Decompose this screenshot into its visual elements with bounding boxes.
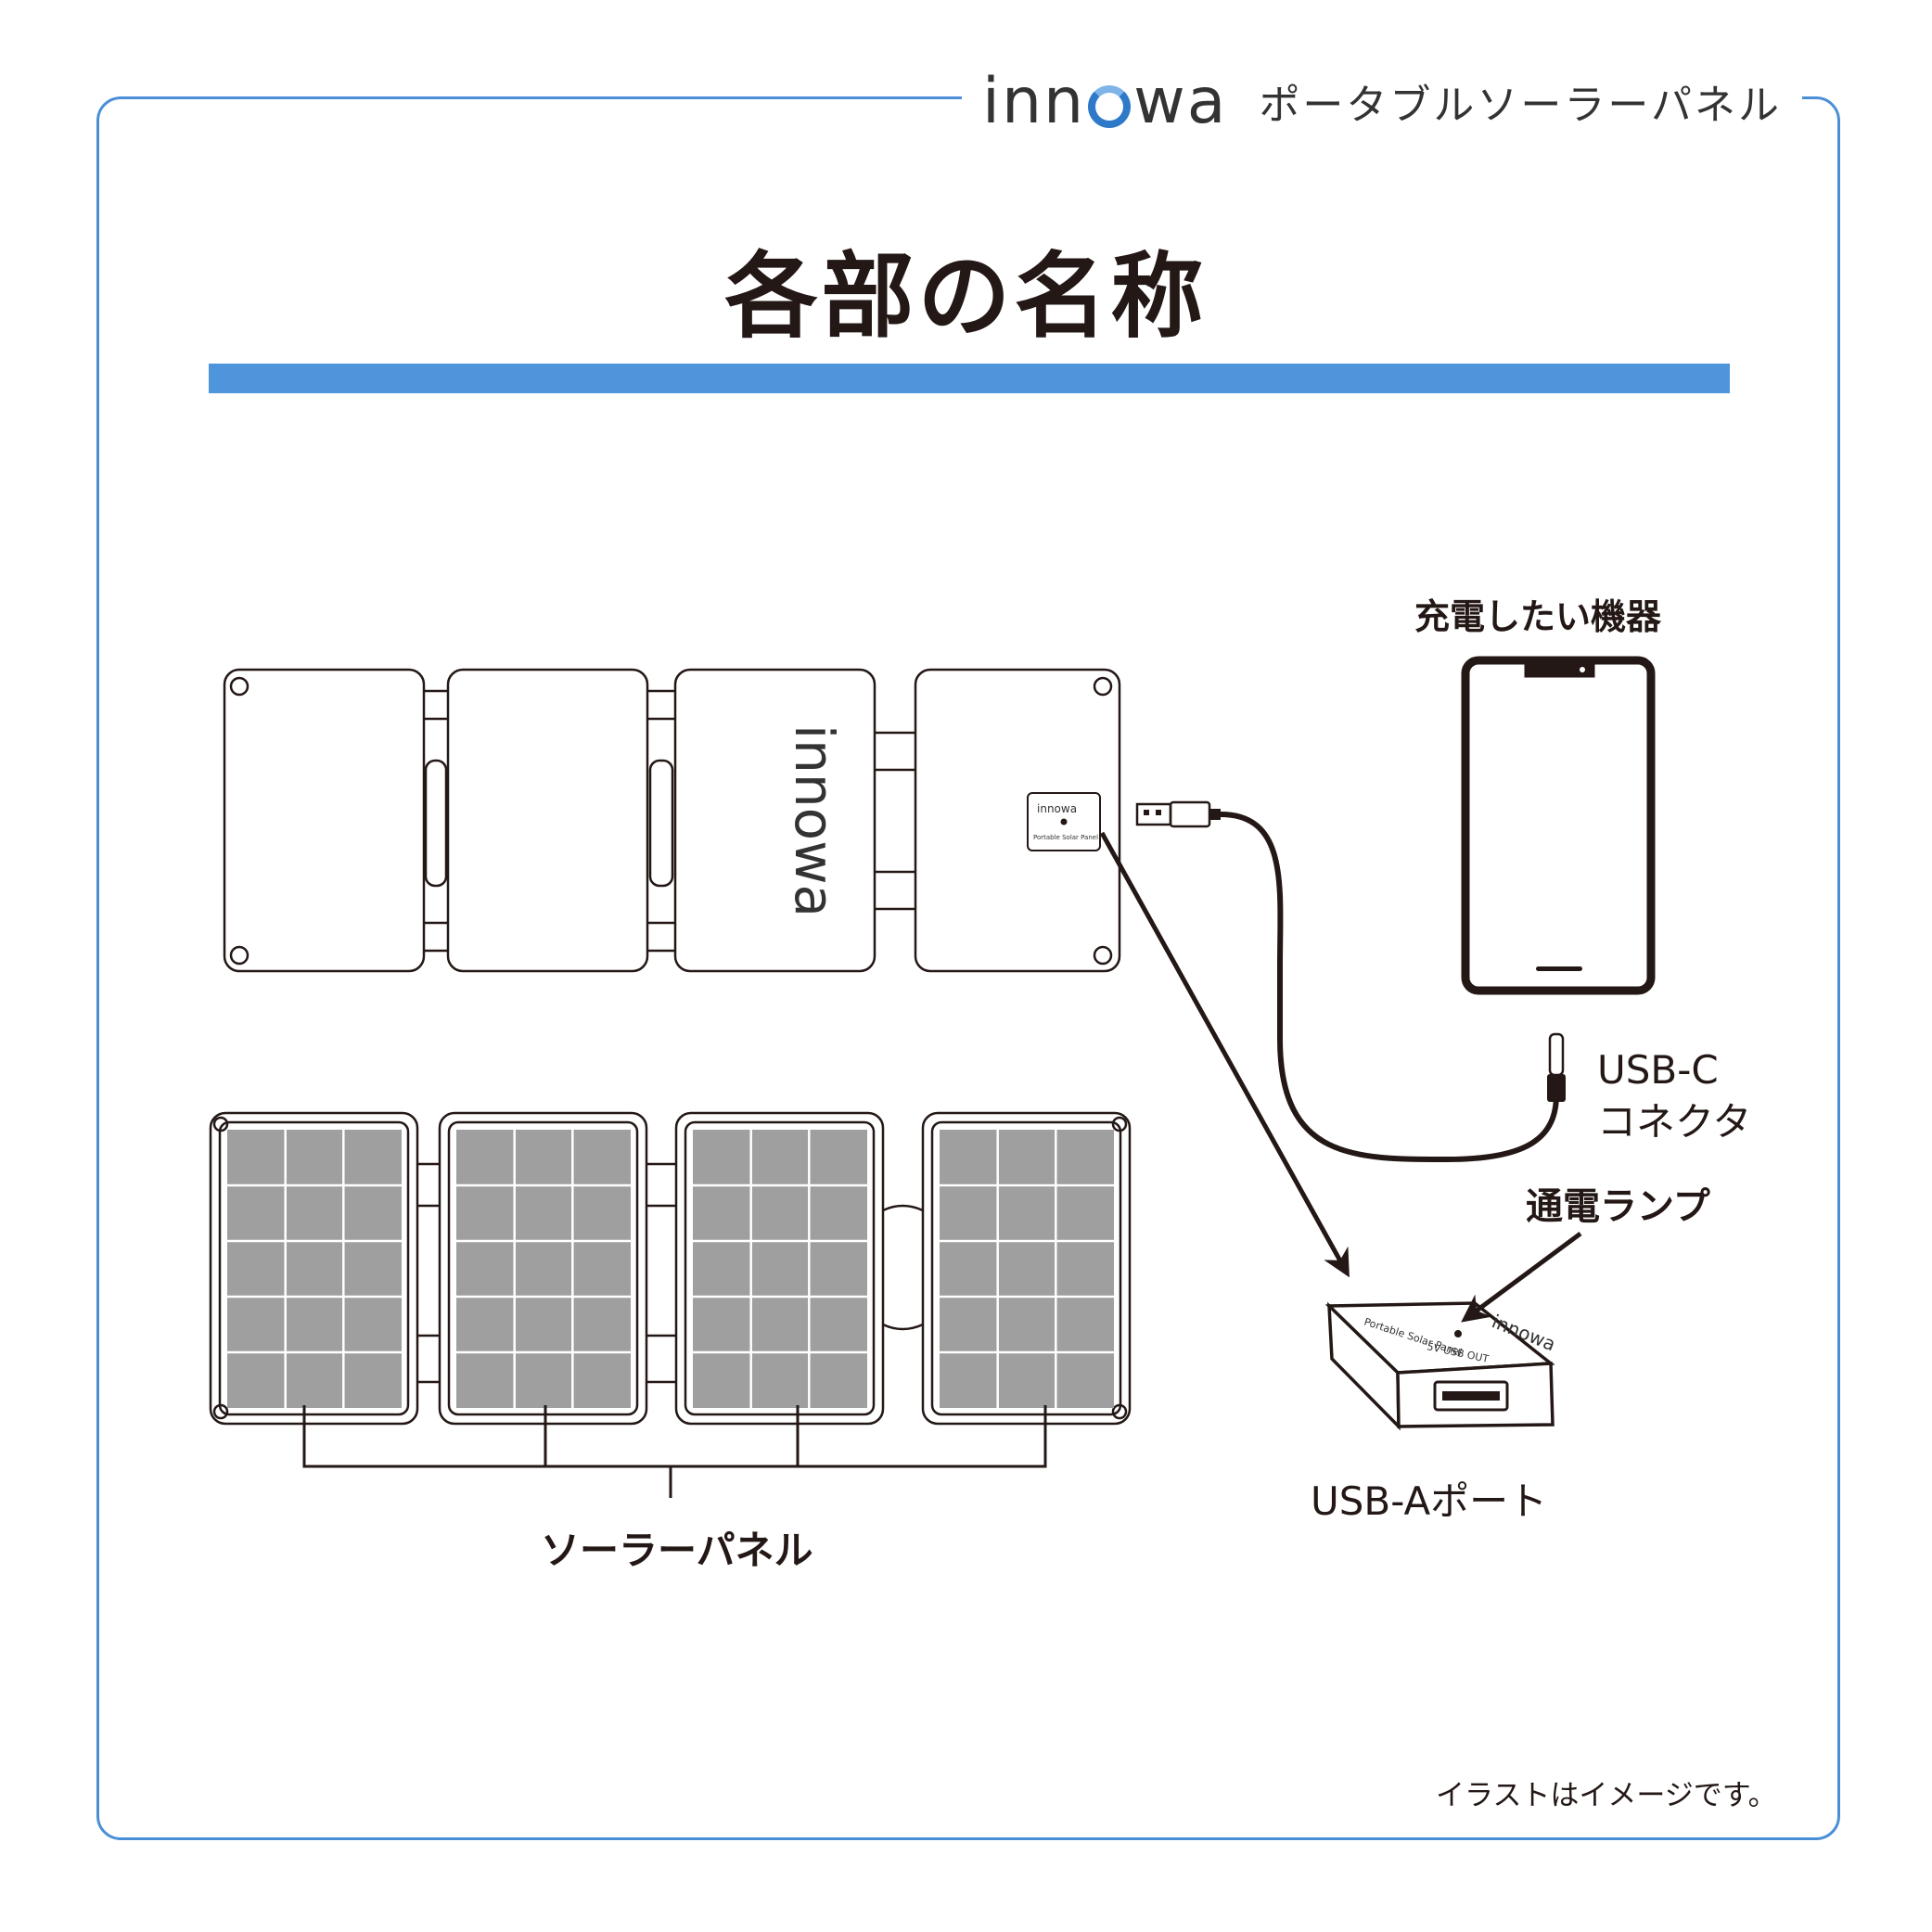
solar-cells-3 [693, 1130, 867, 1408]
solar-cells-4 [940, 1130, 1114, 1408]
junction-box-enlarged [1324, 1301, 1555, 1431]
panel-back-segment-4 [914, 668, 1121, 973]
panel-front-frame-4 [921, 1111, 1132, 1426]
brand-logo-suffix: wa [1133, 64, 1228, 138]
junction-box-lamp-dot [1060, 818, 1068, 825]
label-usb-c-line1: USB-C [1597, 1047, 1719, 1093]
power-lamp-icon [1454, 1330, 1462, 1337]
solar-cells-1 [227, 1130, 402, 1408]
usb-a-plug-icon [1135, 802, 1172, 826]
illustration-note: イラストはイメージです。 [1436, 1779, 1777, 1812]
panel-back-slot-2 [648, 759, 674, 888]
junction-box-back [1027, 792, 1101, 851]
panel-back-view [223, 668, 1121, 973]
panel-front-frame-2 [438, 1111, 648, 1426]
label-usb-c-connector: USB-C コネクタ [1597, 1044, 1751, 1148]
panel-front-view [209, 1111, 1132, 1426]
panel-back-logo: innowa [783, 724, 846, 917]
brand-logo-prefix: inn [982, 64, 1086, 138]
panel-back-slot-1 [424, 759, 448, 888]
junction-box-back-logo: innowa [1037, 802, 1077, 815]
junction-box-leader-arrow [1099, 831, 1350, 1278]
label-usb-c-line2: コネクタ [1597, 1099, 1752, 1145]
panel-back-segment-1 [223, 668, 426, 973]
label-usb-a-port: USB-Aポート [1311, 1478, 1548, 1524]
panel-front-frame-3 [674, 1111, 885, 1426]
lamp-leader-arrow [1461, 1231, 1582, 1323]
product-name: ポータブルソーラーパネル [1259, 82, 1782, 129]
panel-back-segment-3 [673, 668, 876, 973]
panel-back-segment-2 [446, 668, 649, 973]
junction-box-back-model: Portable Solar Panel [1033, 834, 1098, 841]
panel-front-frame-1 [209, 1111, 419, 1426]
label-target-device: 充電したい機器 [1414, 596, 1662, 637]
usb-c-connector-icon [1547, 1074, 1566, 1102]
smartphone-icon [1461, 656, 1656, 995]
solar-cells-2 [456, 1130, 631, 1408]
solar-label-bracket [302, 1405, 1047, 1498]
title-underline [209, 364, 1730, 393]
page-title: 各部の名称 [724, 242, 1208, 351]
label-solar-panel: ソーラーパネル [541, 1528, 813, 1573]
usb-cable [1135, 800, 1566, 1163]
label-power-lamp: 通電ランプ [1526, 1185, 1710, 1228]
brand-logo-swirl-icon [1088, 85, 1132, 128]
